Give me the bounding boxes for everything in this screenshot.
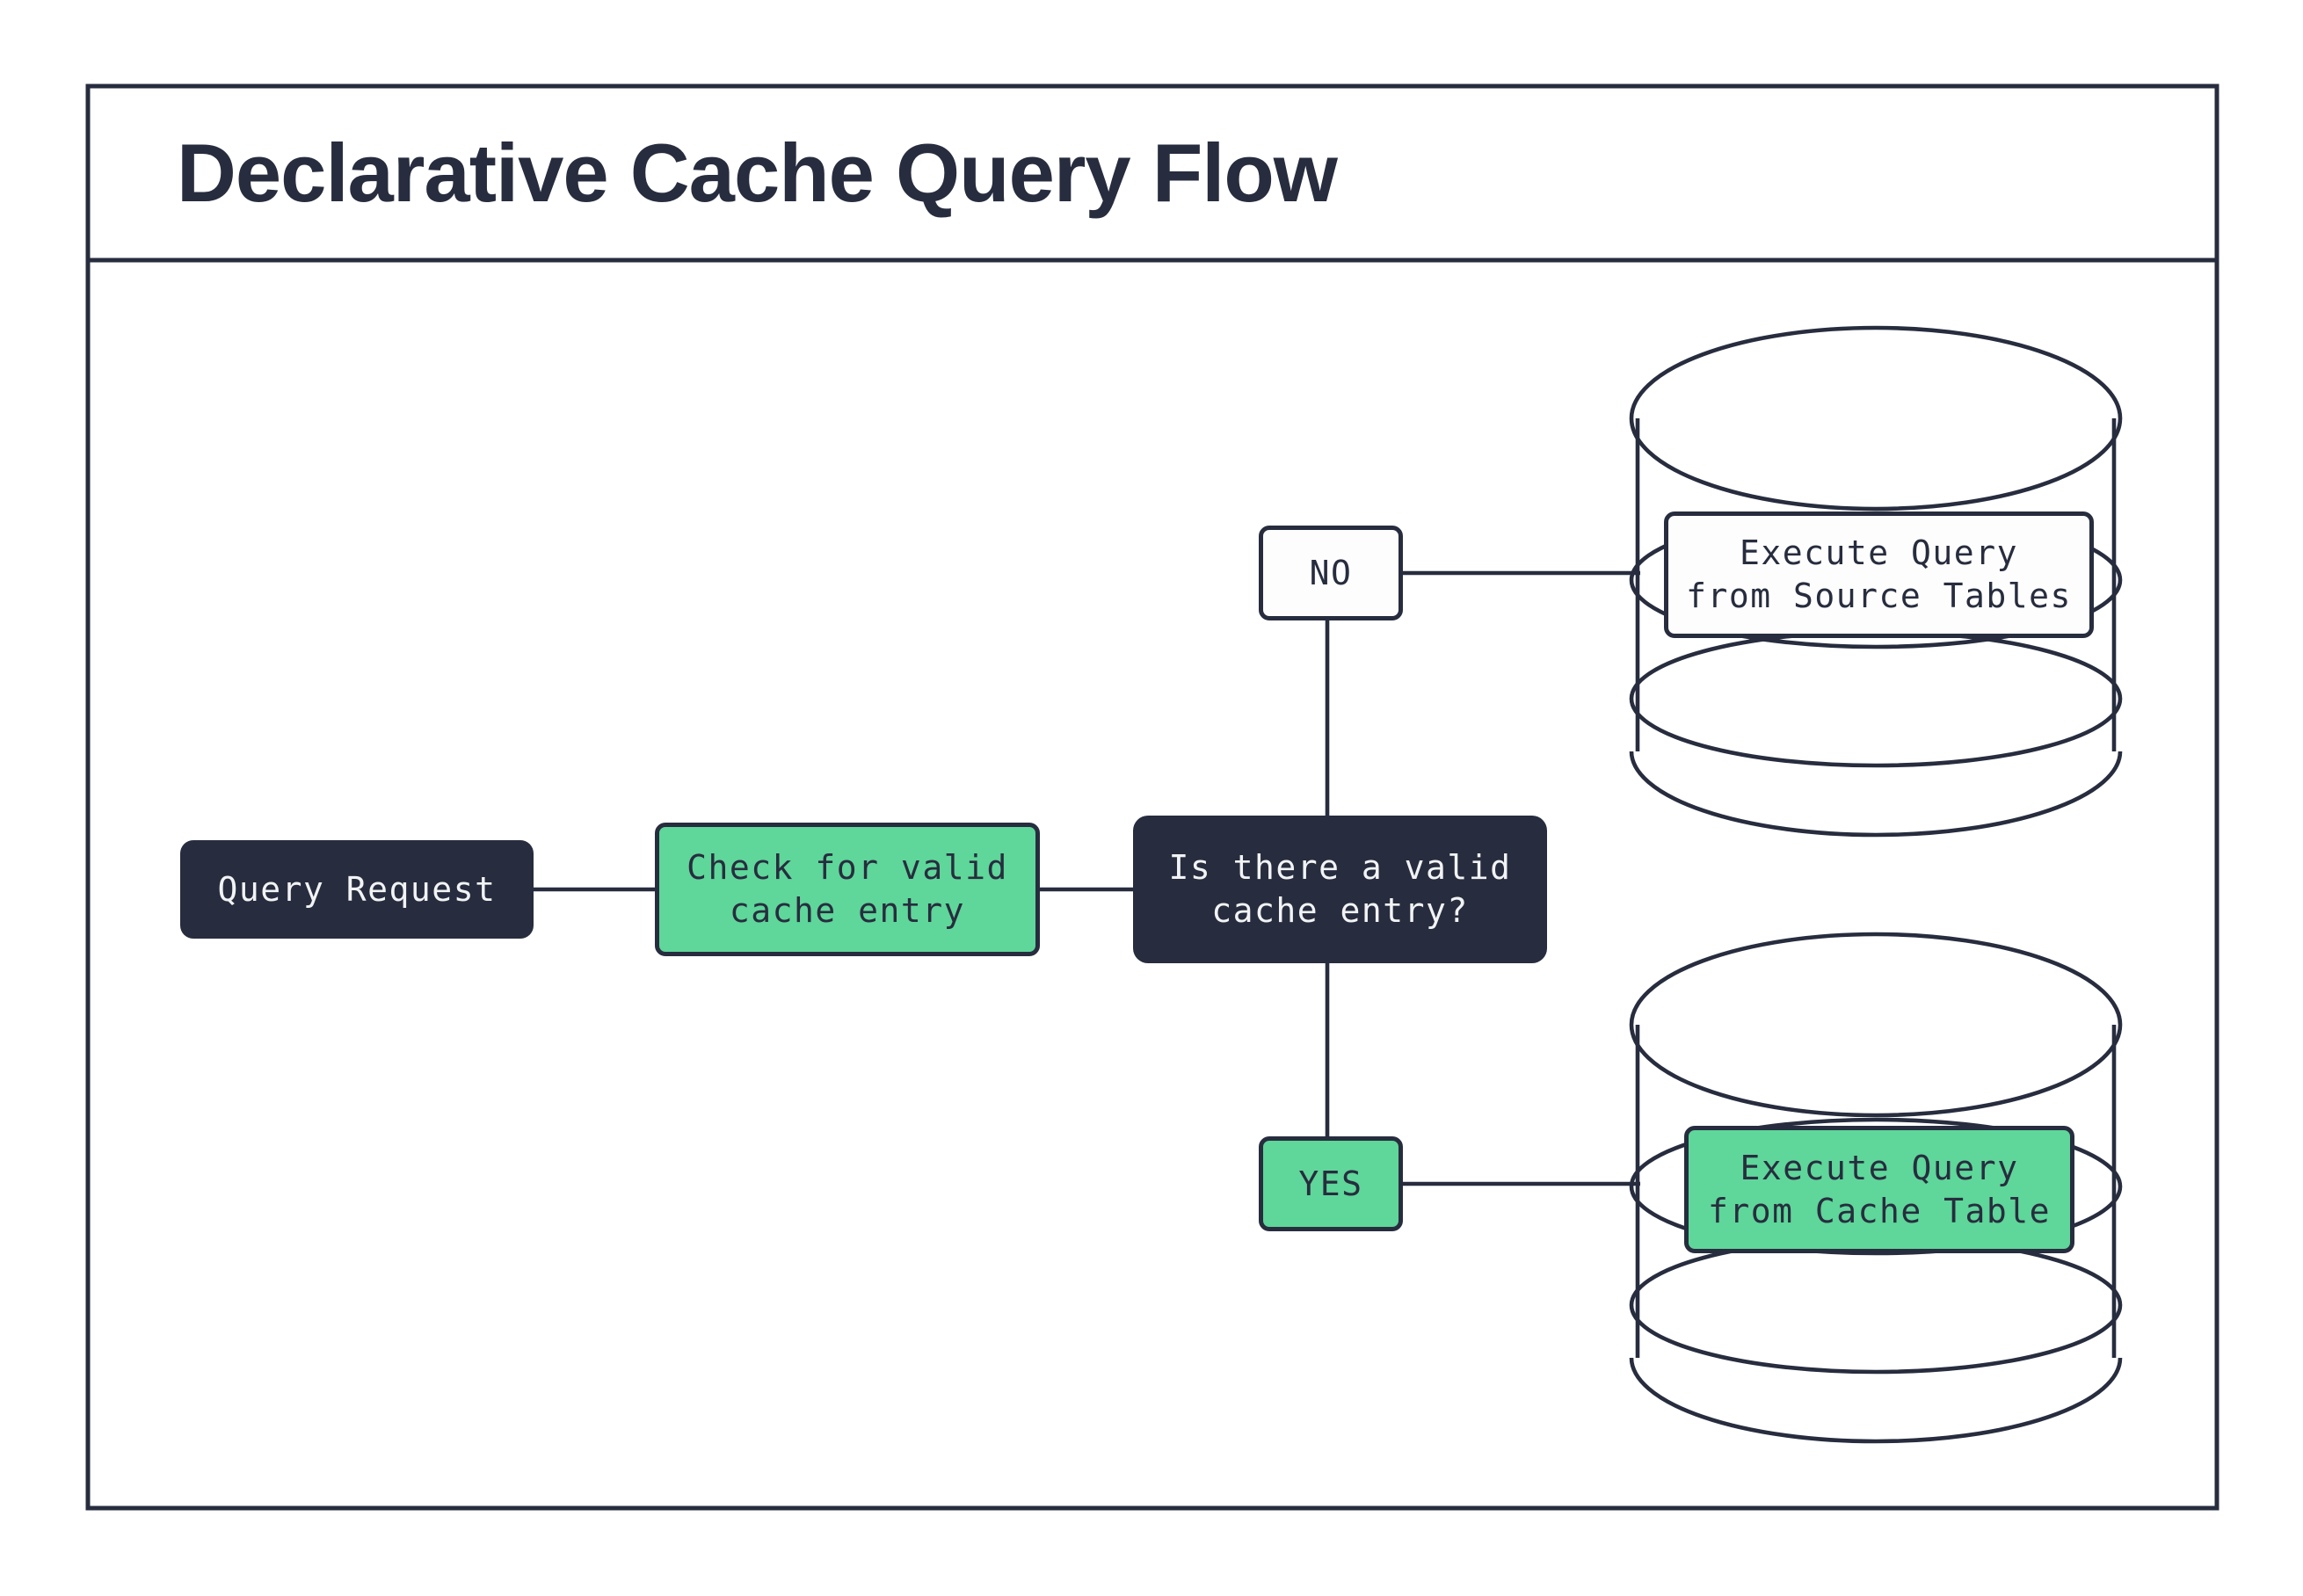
cylinder-top-ellipse	[1629, 325, 2123, 511]
cylinder-ring	[1629, 1117, 2123, 1256]
page-title: Declarative Cache Query Flow	[177, 127, 1338, 219]
node-decision-label: Is there a valid cache entry?	[1168, 848, 1512, 930]
node-query-request: Query Request	[180, 840, 534, 939]
cylinder-ring	[1629, 629, 2123, 768]
cylinder-ring	[1629, 1236, 2123, 1375]
cache-database-cylinder	[1629, 932, 2123, 1444]
node-branch-yes: YES	[1259, 1136, 1403, 1231]
outer-border	[85, 83, 2219, 1511]
node-branch-no: NO	[1259, 526, 1403, 620]
cylinder-bottom-arc	[1629, 751, 2123, 838]
cylinder-bottom-arc	[1629, 1357, 2123, 1444]
node-query-request-label: Query Request	[217, 869, 497, 909]
node-check-cache-label: Check for valid cache entry	[687, 848, 1008, 930]
node-decision: Is there a valid cache entry?	[1133, 816, 1547, 963]
node-execute-cache: Execute Query from Cache Table	[1684, 1126, 2074, 1253]
cylinder-top-ellipse	[1629, 932, 2123, 1118]
node-execute-cache-label: Execute Query from Cache Table	[1707, 1148, 2052, 1230]
node-check-cache: Check for valid cache entry	[655, 823, 1040, 956]
node-execute-source-label: Execute Query from Source Tables	[1686, 533, 2072, 615]
node-branch-yes-label: YES	[1298, 1164, 1363, 1203]
node-execute-source: Execute Query from Source Tables	[1664, 511, 2094, 638]
node-branch-no-label: NO	[1309, 553, 1353, 592]
